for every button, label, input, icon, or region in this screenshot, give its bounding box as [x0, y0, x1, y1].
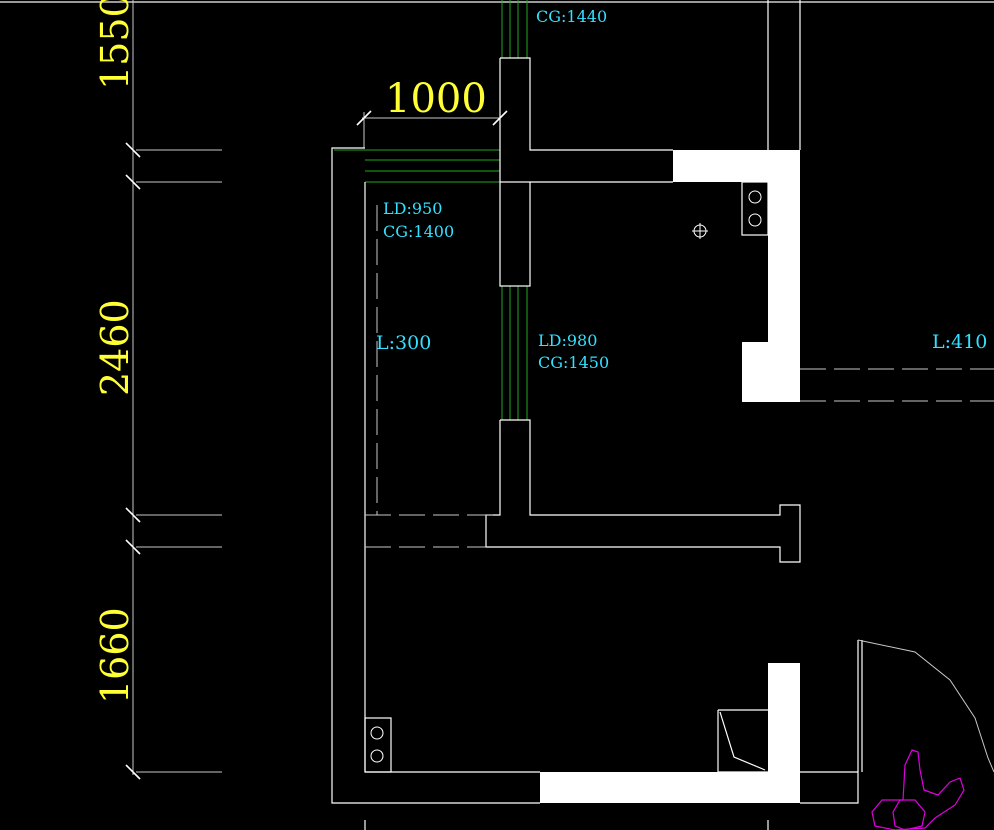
dashed-lines [365, 205, 994, 548]
duct-bottom-left [364, 717, 392, 773]
wall-pier [499, 181, 531, 287]
fixture-outline [871, 749, 965, 830]
label-ld-950: LD:950 [383, 199, 442, 218]
pipe-circle [748, 190, 762, 204]
annotations: CG:1440 LD:950 CG:1400 L:300 LD:980 CG:1… [376, 7, 987, 372]
pipe-circle [748, 213, 762, 227]
dimension-tick [125, 142, 141, 158]
solid-walls [540, 150, 800, 803]
duct-box [364, 717, 392, 773]
pipe-circle [370, 749, 384, 763]
dimension-2460: 2460 [93, 299, 137, 396]
label-l-300: L:300 [376, 332, 431, 354]
left-dimension-chain: 1550 2460 1660 [93, 0, 222, 780]
central-wall-top [500, 57, 673, 151]
fixture-line [719, 711, 766, 771]
top-dimension: 1000 [356, 60, 508, 148]
duct-box [741, 181, 769, 236]
door-arc [857, 639, 994, 773]
toilet-icon [871, 749, 965, 830]
door-swing [857, 639, 994, 773]
central-wall-bottom [485, 419, 801, 563]
pipe-circle [370, 726, 384, 740]
outer-wall-left [331, 147, 540, 804]
label-cg-1400: CG:1400 [383, 222, 454, 241]
dimension-1550: 1550 [93, 0, 137, 90]
label-ld-980: LD:980 [538, 331, 597, 350]
ceiling-light [692, 223, 708, 239]
walls [331, 0, 859, 804]
dimension-tick [125, 507, 141, 523]
wall-seg-bottom-right [800, 771, 859, 804]
fixture-seat [892, 799, 926, 830]
dimension-tick [125, 174, 141, 190]
dimension-1000: 1000 [385, 76, 487, 122]
dimension-tick [356, 110, 372, 126]
dimension-1660: 1660 [93, 607, 137, 704]
label-l-410: L:410 [932, 331, 987, 353]
duct-top-right [741, 181, 769, 236]
windows [334, 0, 528, 420]
dimension-tick [125, 764, 141, 780]
solid-wall-bottom [540, 772, 800, 803]
label-cg-1440: CG:1440 [536, 7, 607, 26]
solid-wall-right-upper [673, 150, 800, 402]
label-cg-1450: CG:1450 [538, 353, 609, 372]
dimension-tick [125, 539, 141, 555]
